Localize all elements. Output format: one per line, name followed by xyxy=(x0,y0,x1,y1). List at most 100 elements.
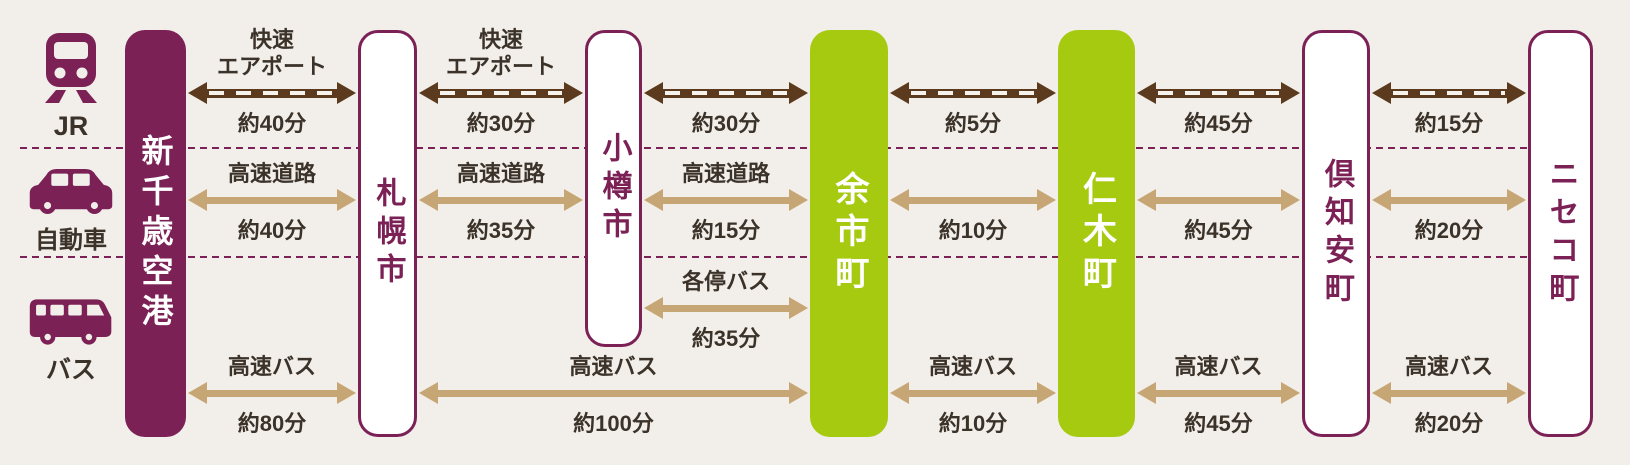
station-pill-5: 倶知安町 xyxy=(1302,30,1370,437)
segment-label: 快速エアポート xyxy=(445,27,556,79)
arrowhead-right-icon xyxy=(337,189,356,211)
station-name: 札幌市 xyxy=(371,176,405,291)
arrow-dash-pattern xyxy=(665,91,787,95)
segment-time: 約45分 xyxy=(1184,411,1253,436)
row-separator-jr-car xyxy=(20,147,1528,149)
arrowhead-left-icon xyxy=(188,189,207,211)
segment-time: 約35分 xyxy=(466,218,536,243)
mode-jr-label: JR xyxy=(53,111,89,141)
arrowhead-left-icon xyxy=(1137,382,1156,404)
segment-time: 約20分 xyxy=(1414,218,1484,243)
arrow-dash-pattern xyxy=(440,91,562,95)
segment-time: 約10分 xyxy=(938,218,1008,243)
segment-time: 約5分 xyxy=(944,111,1002,136)
bus-icon xyxy=(29,299,112,345)
arrowhead-right-icon xyxy=(1037,82,1056,104)
segment-label: 高速バス xyxy=(227,354,316,379)
station-name: 倶知安町 xyxy=(1320,157,1353,310)
segment-arrow-line xyxy=(203,196,341,204)
arrowhead-left-icon xyxy=(890,82,909,104)
mode-bus-label: バス xyxy=(45,356,96,384)
segment-label: 各停バス xyxy=(681,269,770,294)
segment-arrow-line xyxy=(659,196,793,204)
segment-arrow-line xyxy=(1152,88,1285,98)
arrowhead-left-icon xyxy=(644,82,663,104)
segment-arrow-line xyxy=(1152,389,1285,397)
segment-time: 約45分 xyxy=(1184,111,1253,136)
arrowhead-left-icon xyxy=(1137,189,1156,211)
car-icon xyxy=(29,168,113,214)
segment-arrow-line xyxy=(1387,389,1511,397)
segment-arrow-line xyxy=(434,196,568,204)
segment-label: 高速道路 xyxy=(227,161,316,186)
station-name: 新千歳空港 xyxy=(137,133,174,334)
arrowhead-left-icon xyxy=(890,382,909,404)
arrowhead-left-icon xyxy=(419,82,438,104)
arrowhead-right-icon xyxy=(1281,382,1300,404)
segment-time: 約100分 xyxy=(573,411,654,436)
segment-label: 快速エアポート xyxy=(216,27,327,79)
arrowhead-right-icon xyxy=(1037,189,1056,211)
mode-jr: JR xyxy=(28,33,114,142)
segment-time: 約80分 xyxy=(237,411,307,436)
segment-label: 高速バス xyxy=(1174,354,1263,379)
arrow-dash-pattern xyxy=(209,91,335,95)
arrowhead-left-icon xyxy=(1372,82,1391,104)
segment-time: 約15分 xyxy=(1414,111,1484,136)
arrowhead-right-icon xyxy=(789,189,808,211)
station-name: ニセコ町 xyxy=(1544,157,1578,310)
arrowhead-right-icon xyxy=(564,82,583,104)
segment-time: 約45分 xyxy=(1184,218,1253,243)
arrow-dash-pattern xyxy=(911,91,1035,95)
train-icon xyxy=(45,33,97,103)
station-name: 仁木町 xyxy=(1077,170,1116,297)
mode-car: 自動車 xyxy=(22,165,120,255)
station-name: 小樽市 xyxy=(597,131,631,246)
arrowhead-right-icon xyxy=(789,297,808,319)
arrowhead-left-icon xyxy=(188,382,207,404)
arrowhead-right-icon xyxy=(789,82,808,104)
segment-time: 約15分 xyxy=(691,218,761,243)
arrow-dash-pattern xyxy=(1158,91,1279,95)
segment-time: 約40分 xyxy=(237,111,307,136)
segment-label: 高速バス xyxy=(1404,354,1493,379)
arrowhead-left-icon xyxy=(419,189,438,211)
station-pill-6: ニセコ町 xyxy=(1528,30,1593,437)
mode-bus: バス xyxy=(24,293,118,386)
segment-arrow-line xyxy=(434,88,568,98)
segment-arrow-line xyxy=(659,304,793,312)
segment-label: 高速バス xyxy=(569,354,658,379)
station-name: 余市町 xyxy=(830,170,868,297)
arrowhead-right-icon xyxy=(1507,382,1526,404)
segment-time: 約10分 xyxy=(938,411,1008,436)
arrowhead-right-icon xyxy=(789,382,808,404)
row-separator-car-bus xyxy=(20,256,1528,258)
arrowhead-right-icon xyxy=(1281,189,1300,211)
segment-label: 高速道路 xyxy=(681,161,770,186)
segment-time: 約30分 xyxy=(466,111,536,136)
arrowhead-left-icon xyxy=(1372,382,1391,404)
segment-arrow-line xyxy=(203,389,341,397)
station-pill-0: 新千歳空港 xyxy=(125,30,186,437)
segment-arrow-line xyxy=(905,196,1041,204)
segment-label: 高速バス xyxy=(928,354,1017,379)
segment-arrow-line xyxy=(434,389,793,397)
arrowhead-left-icon xyxy=(1372,189,1391,211)
arrowhead-left-icon xyxy=(644,297,663,319)
segment-time: 約30分 xyxy=(691,111,761,136)
segment-arrow-line xyxy=(1387,196,1511,204)
segment-arrow-line xyxy=(203,88,341,98)
arrowhead-right-icon xyxy=(1507,189,1526,211)
station-pill-2: 小樽市 xyxy=(585,30,642,347)
arrowhead-left-icon xyxy=(1137,82,1156,104)
mode-car-label: 自動車 xyxy=(35,227,107,254)
segment-arrow-line xyxy=(905,88,1041,98)
arrowhead-left-icon xyxy=(419,382,438,404)
segment-time: 約35分 xyxy=(691,326,761,351)
arrowhead-left-icon xyxy=(188,82,207,104)
station-pill-1: 札幌市 xyxy=(358,30,417,437)
segment-arrow-line xyxy=(659,88,793,98)
arrowhead-left-icon xyxy=(644,189,663,211)
arrowhead-left-icon xyxy=(890,189,909,211)
